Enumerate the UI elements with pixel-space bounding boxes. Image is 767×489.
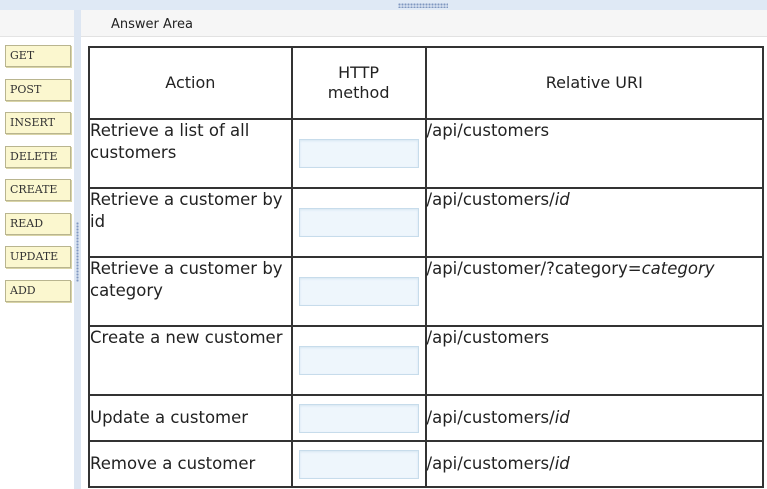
answer-area-header: Answer Area xyxy=(81,10,767,37)
splitter-drag-handle-icon[interactable] xyxy=(76,222,79,282)
uri-text: /api/customer/?category= xyxy=(426,259,642,278)
action-cell: Retrieve a customer by category xyxy=(88,256,293,327)
table-row: Create a new customer /api/customers xyxy=(88,325,765,396)
action-cell: Remove a customer xyxy=(88,440,293,488)
tile-update[interactable]: UPDATE xyxy=(5,246,71,268)
header-action: Action xyxy=(88,46,293,120)
header-relative-uri: Relative URI xyxy=(424,46,765,120)
uri-cell: /api/customer/?category=category xyxy=(424,256,765,327)
header-method-line2: method xyxy=(327,83,390,102)
method-cell xyxy=(290,440,427,488)
header-action-label: Action xyxy=(165,73,216,92)
uri-cell: /api/customers xyxy=(424,325,765,396)
tile-add[interactable]: ADD xyxy=(5,280,71,302)
uri-text: /api/customers xyxy=(426,121,550,140)
table-row: Remove a customer /api/customers/id xyxy=(88,440,765,488)
top-drag-handle-icon[interactable] xyxy=(398,3,448,8)
method-cell xyxy=(290,325,427,396)
uri-cell: /api/customers/id xyxy=(424,394,765,442)
uri-variable: id xyxy=(554,408,570,427)
uri-variable: id xyxy=(554,190,570,209)
table-row: Update a customer /api/customers/id xyxy=(88,394,765,442)
uri-cell: /api/customers/id xyxy=(424,440,765,488)
uri-text: /api/customers/ xyxy=(426,190,555,209)
action-cell: Update a customer xyxy=(88,394,293,442)
uri-variable: category xyxy=(641,259,715,278)
tile-delete[interactable]: DELETE xyxy=(5,146,71,168)
method-cell xyxy=(290,187,427,258)
uri-text: /api/customers/ xyxy=(426,454,555,473)
method-drop-target[interactable] xyxy=(298,277,419,306)
uri-cell: /api/customers/id xyxy=(424,187,765,258)
tile-insert[interactable]: INSERT xyxy=(5,112,71,134)
action-cell: Create a new customer xyxy=(88,325,293,396)
tile-post[interactable]: POST xyxy=(5,79,71,101)
vertical-splitter[interactable] xyxy=(74,10,81,489)
action-cell: Retrieve a customer by id xyxy=(88,187,293,258)
method-cell xyxy=(290,256,427,327)
header-method-line1: HTTP xyxy=(338,63,380,82)
uri-text: /api/customers xyxy=(426,328,550,347)
tile-create[interactable]: CREATE xyxy=(5,179,71,201)
action-cell: Retrieve a list of all customers xyxy=(88,118,293,189)
method-cell xyxy=(290,394,427,442)
method-drop-target[interactable] xyxy=(298,346,419,375)
tile-read[interactable]: READ xyxy=(5,213,71,235)
method-drop-target[interactable] xyxy=(298,449,419,479)
top-splitter-bar[interactable] xyxy=(0,0,767,10)
tile-get[interactable]: GET xyxy=(5,45,71,67)
choices-header xyxy=(0,10,74,37)
method-drop-target[interactable] xyxy=(298,208,419,237)
header-uri-label: Relative URI xyxy=(545,73,643,92)
answer-area-title: Answer Area xyxy=(111,17,193,32)
method-drop-target[interactable] xyxy=(298,403,419,433)
table-row: Retrieve a customer by id /api/customers… xyxy=(88,187,765,258)
uri-variable: id xyxy=(554,454,570,473)
table-row: Retrieve a customer by category /api/cus… xyxy=(88,256,765,327)
uri-text: /api/customers/ xyxy=(426,408,555,427)
table-row: Retrieve a list of all customers /api/cu… xyxy=(88,118,765,189)
uri-cell: /api/customers xyxy=(424,118,765,189)
method-cell xyxy=(290,118,427,189)
method-drop-target[interactable] xyxy=(298,139,419,168)
